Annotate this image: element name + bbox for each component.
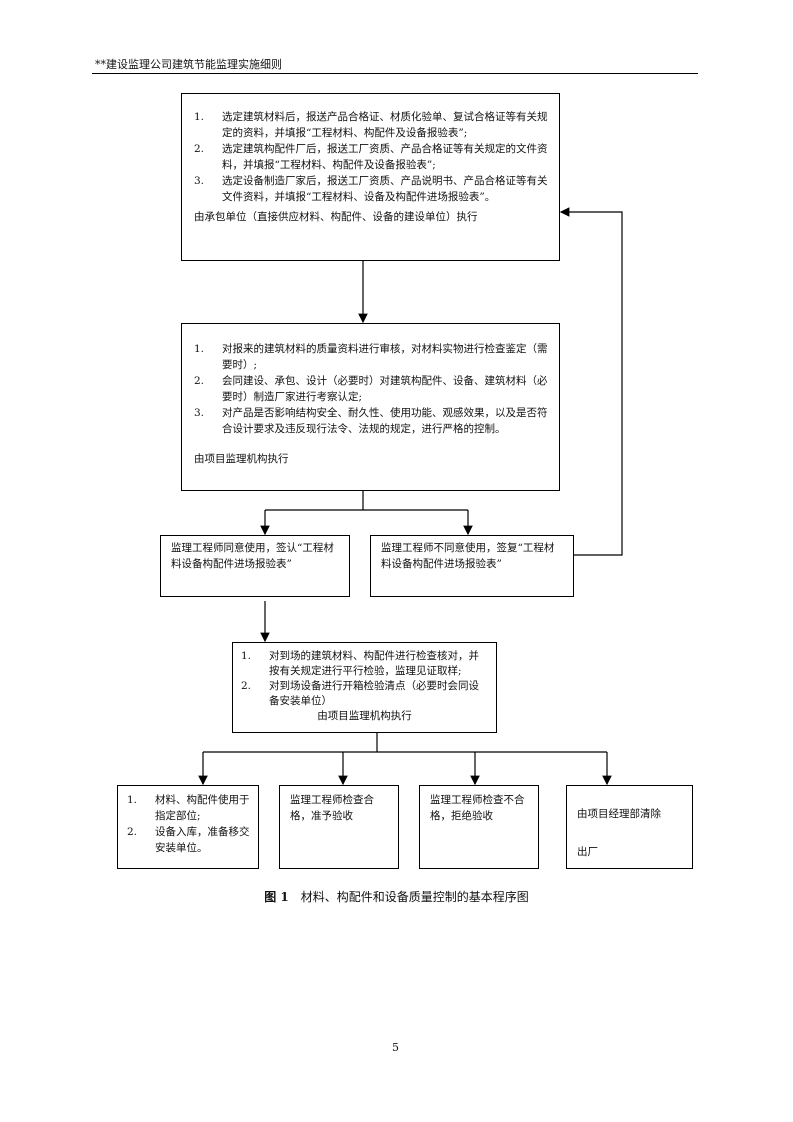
list-item: 3.选定设备制造厂家后，报送工厂资质、产品说明书、产品合格证等有关文件资料，并填… — [194, 175, 548, 203]
inspection-pass-box: 监理工程师检查合格，准予验收 — [279, 785, 399, 869]
use-and-store-box: 1.材料、构配件使用于指定部位; 2.设备入库，准备移交安装单位。 — [117, 785, 259, 869]
list-item: 1.对报来的建筑材料的质量资料进行审核，对材料实物进行检查鉴定（需要时）; — [194, 343, 548, 371]
page-number: 5 — [392, 1041, 399, 1054]
reject-box: 监理工程师不同意使用，签复“工程材料设备构配件进场报验表” — [370, 535, 574, 597]
step-submit-materials-box: 1.选定建筑材料后，报送产品合格证、材质化验单、复试合格证等有关规定的资料，并填… — [181, 93, 560, 261]
list-item: 1.选定建筑材料后，报送产品合格证、材质化验单、复试合格证等有关规定的资料，并填… — [194, 111, 548, 139]
executor-note: 由项目监理机构执行 — [194, 453, 289, 465]
inspection-fail-box: 监理工程师检查不合格，拒绝验收 — [419, 785, 539, 869]
list-item: 1.对到场的建筑材料、构配件进行检查核对，并按有关规定进行平行检验，监理见证取样… — [241, 650, 479, 677]
list-item: 3.对产品是否影响结构安全、耐久性、使用功能、观感效果，以及是否符合设计要求及违… — [194, 407, 548, 435]
approve-box: 监理工程师同意使用，签认“工程材料设备构配件进场报验表” — [160, 535, 350, 597]
list-item: 2.选定建筑构配件厂后，报送工厂资质、产品合格证等有关规定的文件资料，并填报“工… — [194, 143, 548, 171]
executor-note: 由承包单位（直接供应材料、构配件、设备的建设单位）执行 — [194, 211, 478, 223]
remove-from-site-box: 由项目经理部清除 出厂 — [566, 785, 693, 869]
running-header: **建设监理公司建筑节能监理实施细则 — [95, 58, 282, 71]
feedback-arrow-box4-box1 — [559, 207, 623, 556]
list-item: 2.对到场设备进行开箱检验清点（必要时会同设备安装单位） — [241, 680, 479, 707]
list-item: 2.设备入库，准备移交安装单位。 — [127, 826, 250, 854]
step-site-inspection-box: 1.对到场的建筑材料、构配件进行检查核对，并按有关规定进行平行检验，监理见证取样… — [232, 642, 497, 733]
header-rule — [92, 73, 698, 74]
list-item: 2.会同建设、承包、设计（必要时）对建筑构配件、设备、建筑材料（必要时）制造厂家… — [194, 375, 548, 403]
step-review-box: 1.对报来的建筑材料的质量资料进行审核，对材料实物进行检查鉴定（需要时）; 2.… — [181, 323, 560, 491]
executor-note: 由项目监理机构执行 — [317, 710, 412, 722]
list-item: 1.材料、构配件使用于指定部位; — [127, 794, 250, 822]
